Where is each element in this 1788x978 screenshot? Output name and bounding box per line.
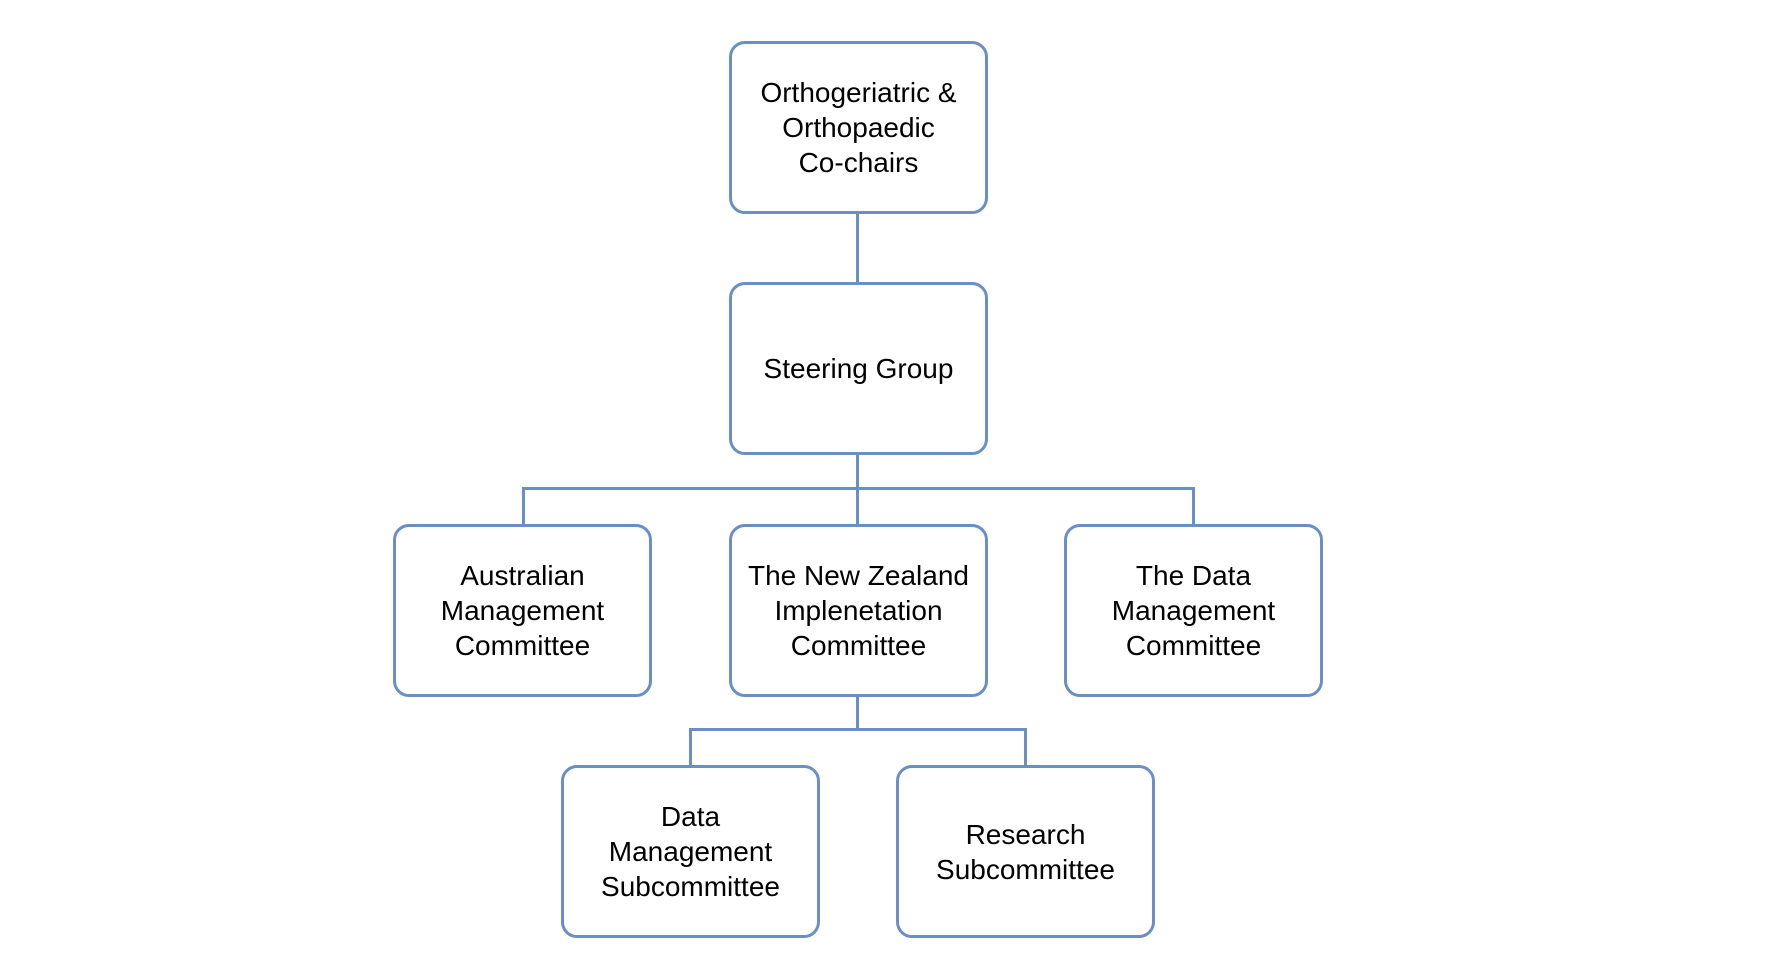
node-research-subcommittee-label: Research Subcommittee (936, 818, 1115, 885)
node-cochairs: Orthogeriatric & Orthopaedic Co-chairs (729, 41, 988, 214)
connector-to-australian-committee (522, 487, 525, 526)
connector-cochairs-to-steering (856, 212, 859, 284)
node-research-subcommittee: Research Subcommittee (896, 765, 1155, 938)
connector-to-research-subcommittee (1024, 728, 1027, 767)
node-nz-implementation-committee-label: The New Zealand Implenetation Committee (747, 560, 969, 661)
connector-to-nz-committee (856, 487, 859, 526)
node-steering-group-label: Steering Group (763, 353, 954, 384)
connector-steering-down (856, 453, 859, 489)
node-australian-management-committee: Australian Management Committee (393, 524, 652, 697)
node-data-management-committee-label: The Data Management Committee (1111, 560, 1276, 661)
node-australian-management-committee-label: Australian Management Committee (440, 560, 605, 661)
node-cochairs-label: Orthogeriatric & Orthopaedic Co-chairs (760, 77, 957, 178)
node-data-management-subcommittee: Data Management Subcommittee (561, 765, 820, 938)
connector-to-data-subcommittee (689, 728, 692, 767)
connector-nz-down (856, 695, 859, 730)
node-data-management-subcommittee-label: Data Management Subcommittee (601, 801, 780, 902)
node-nz-implementation-committee: The New Zealand Implenetation Committee (729, 524, 988, 697)
node-data-management-committee: The Data Management Committee (1064, 524, 1323, 697)
connector-subcommittees-bus (689, 728, 1027, 731)
node-steering-group: Steering Group (729, 282, 988, 455)
connector-to-data-management-committee (1192, 487, 1195, 526)
